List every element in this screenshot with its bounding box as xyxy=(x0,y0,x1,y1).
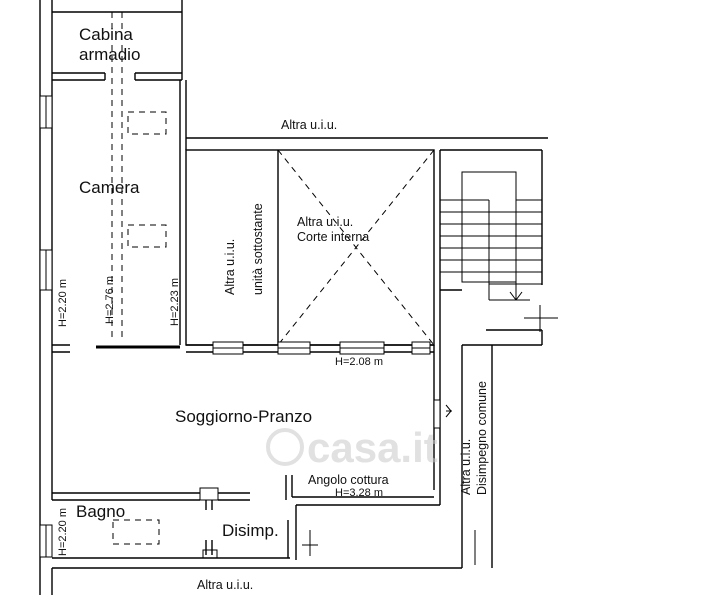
exterior-wall-left xyxy=(39,0,53,595)
label-neighbor-bottom: Altra u.i.u. xyxy=(197,578,253,592)
height-camera-mid: H=2.76 m xyxy=(104,276,116,324)
height-soggiorno: H=2.08 m xyxy=(335,356,383,368)
label-cabina-line1: Cabina xyxy=(79,25,133,44)
label-sottostante-line2: unità sottostante xyxy=(251,203,265,295)
label-sottostante-line1: Altra u.i.u. xyxy=(223,239,237,295)
boundary-ticks xyxy=(302,530,476,565)
label-disimpegno-line2: Disimpegno comune xyxy=(475,381,489,495)
label-corte-line2: Corte interna xyxy=(297,230,369,244)
stairwell xyxy=(439,149,558,568)
label-bagno: Bagno xyxy=(76,502,125,521)
label-camera: Camera xyxy=(79,178,140,197)
bagno-disimp-walls xyxy=(51,487,462,595)
height-camera-right: H=2.23 m xyxy=(169,278,181,326)
watermark: casa.it xyxy=(266,424,438,471)
cabina-armadio-walls xyxy=(52,0,183,81)
watermark-text: casa.it xyxy=(307,424,438,471)
label-cabina-line2: armadio xyxy=(79,45,140,64)
label-soggiorno: Soggiorno-Pranzo xyxy=(175,407,312,426)
label-angolo-cottura: Angolo cottura xyxy=(308,473,389,487)
label-disimp: Disimp. xyxy=(222,521,279,540)
soggiorno-walls xyxy=(285,345,452,506)
courtyard-block xyxy=(185,149,435,355)
label-disimpegno-line1: Altra u.i.u. xyxy=(459,439,473,495)
label-neighbor-top: Altra u.i.u. xyxy=(281,118,337,132)
camera-walls xyxy=(52,12,187,353)
height-camera-left: H=2.20 m xyxy=(57,279,69,327)
stair-treads-left xyxy=(440,199,489,273)
height-bagno: H=2.20 m xyxy=(57,508,69,556)
label-corte-line1: Altra u.i.u. xyxy=(297,215,353,229)
height-angolo: H=3.28 m xyxy=(335,487,383,499)
